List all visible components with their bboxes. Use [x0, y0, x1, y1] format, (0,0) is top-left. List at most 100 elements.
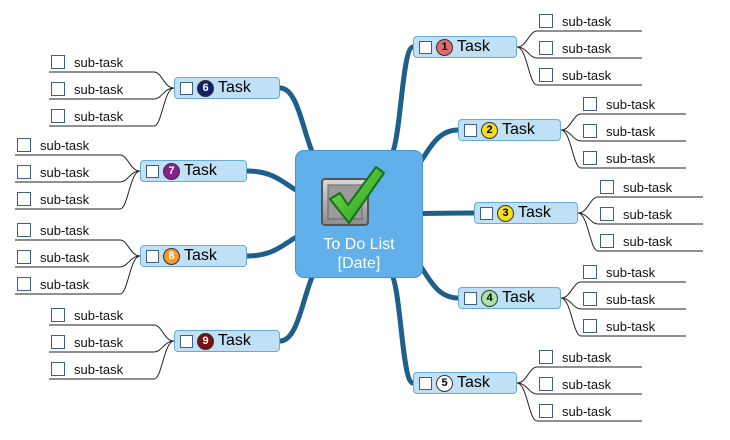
- sub-branch-line: [516, 46, 642, 86]
- subtask-item[interactable]: sub-task: [600, 178, 672, 196]
- task-number-badge: 1: [436, 38, 453, 56]
- subtask-checkbox[interactable]: [17, 223, 31, 237]
- task-checkbox[interactable]: [146, 249, 159, 263]
- sub-branch-line: [49, 324, 175, 342]
- subtask-checkbox[interactable]: [51, 82, 65, 96]
- subtask-item[interactable]: sub-task: [51, 306, 123, 324]
- subtask-label: sub-task: [606, 318, 656, 334]
- subtask-checkbox[interactable]: [539, 377, 553, 391]
- subtask-item[interactable]: sub-task: [539, 39, 611, 57]
- task-checkbox[interactable]: [464, 123, 477, 137]
- subtask-item[interactable]: sub-task: [600, 232, 672, 250]
- subtask-checkbox[interactable]: [583, 97, 597, 111]
- subtask-item[interactable]: sub-task: [583, 122, 655, 140]
- sub-branch-line: [49, 71, 175, 89]
- sub-branch-line: [516, 382, 642, 395]
- subtask-item[interactable]: sub-task: [51, 333, 123, 351]
- task-checkbox[interactable]: [180, 81, 193, 95]
- subtask-checkbox[interactable]: [539, 404, 553, 418]
- sub-branch-line: [516, 46, 642, 59]
- sub-branch-line: [560, 281, 686, 299]
- subtask-item[interactable]: sub-task: [17, 275, 89, 293]
- subtask-item[interactable]: sub-task: [51, 80, 123, 98]
- subtask-label: sub-task: [40, 249, 90, 265]
- task-label: Task: [184, 162, 217, 179]
- subtask-label: sub-task: [40, 191, 90, 207]
- subtask-checkbox[interactable]: [17, 192, 31, 206]
- subtask-checkbox[interactable]: [583, 292, 597, 306]
- subtask-item[interactable]: sub-task: [17, 136, 89, 154]
- subtask-checkbox[interactable]: [17, 277, 31, 291]
- subtask-item[interactable]: sub-task: [51, 107, 123, 125]
- sub-branch-line: [577, 196, 703, 214]
- task-label: Task: [218, 79, 251, 96]
- subtask-checkbox[interactable]: [600, 180, 614, 194]
- subtask-checkbox[interactable]: [600, 207, 614, 221]
- task-checkbox[interactable]: [419, 376, 432, 390]
- subtask-item[interactable]: sub-task: [51, 360, 123, 378]
- subtask-checkbox[interactable]: [583, 151, 597, 165]
- task-label: Task: [184, 247, 217, 264]
- subtask-item[interactable]: sub-task: [583, 95, 655, 113]
- subtask-item[interactable]: sub-task: [51, 53, 123, 71]
- subtask-item[interactable]: sub-task: [539, 402, 611, 420]
- subtask-checkbox[interactable]: [600, 234, 614, 248]
- subtask-item[interactable]: sub-task: [17, 190, 89, 208]
- subtask-checkbox[interactable]: [539, 41, 553, 55]
- subtask-label: sub-task: [606, 291, 656, 307]
- subtask-checkbox[interactable]: [539, 14, 553, 28]
- sub-branch-line: [560, 297, 686, 337]
- subtask-item[interactable]: sub-task: [17, 163, 89, 181]
- subtask-checkbox[interactable]: [51, 109, 65, 123]
- subtask-label: sub-task: [562, 13, 612, 29]
- subtask-checkbox[interactable]: [539, 350, 553, 364]
- subtask-item[interactable]: sub-task: [600, 205, 672, 223]
- sub-branch-line: [516, 30, 642, 48]
- subtask-checkbox[interactable]: [583, 319, 597, 333]
- main-branch-line: [386, 44, 416, 159]
- subtask-item[interactable]: sub-task: [583, 317, 655, 335]
- task-checkbox[interactable]: [419, 40, 432, 54]
- subtask-checkbox[interactable]: [17, 138, 31, 152]
- subtask-item[interactable]: sub-task: [539, 66, 611, 84]
- subtask-label: sub-task: [74, 108, 124, 124]
- subtask-label: sub-task: [606, 150, 656, 166]
- subtask-item[interactable]: sub-task: [539, 12, 611, 30]
- subtask-checkbox[interactable]: [17, 250, 31, 264]
- subtask-item[interactable]: sub-task: [17, 248, 89, 266]
- subtask-item[interactable]: sub-task: [583, 290, 655, 308]
- sub-branch-line: [15, 154, 141, 172]
- task-label: Task: [457, 374, 490, 391]
- subtask-label: sub-task: [74, 54, 124, 70]
- central-topic[interactable]: To Do List [Date]: [295, 150, 423, 278]
- task-checkbox[interactable]: [180, 334, 193, 348]
- subtask-checkbox[interactable]: [51, 362, 65, 376]
- subtask-checkbox[interactable]: [51, 55, 65, 69]
- task-checkbox[interactable]: [464, 291, 477, 305]
- subtask-item[interactable]: sub-task: [583, 149, 655, 167]
- subtask-item[interactable]: sub-task: [17, 221, 89, 239]
- subtask-checkbox[interactable]: [583, 265, 597, 279]
- task-label: Task: [502, 121, 535, 138]
- subtask-checkbox[interactable]: [17, 165, 31, 179]
- subtask-checkbox[interactable]: [539, 68, 553, 82]
- subtask-checkbox[interactable]: [51, 308, 65, 322]
- subtask-item[interactable]: sub-task: [583, 263, 655, 281]
- sub-branch-line: [49, 87, 175, 100]
- subtask-item[interactable]: sub-task: [539, 348, 611, 366]
- subtask-checkbox[interactable]: [51, 335, 65, 349]
- subtask-item[interactable]: sub-task: [539, 375, 611, 393]
- subtask-checkbox[interactable]: [583, 124, 597, 138]
- task-checkbox[interactable]: [480, 206, 493, 220]
- sub-branch-line: [516, 366, 642, 384]
- task-checkbox[interactable]: [146, 164, 159, 178]
